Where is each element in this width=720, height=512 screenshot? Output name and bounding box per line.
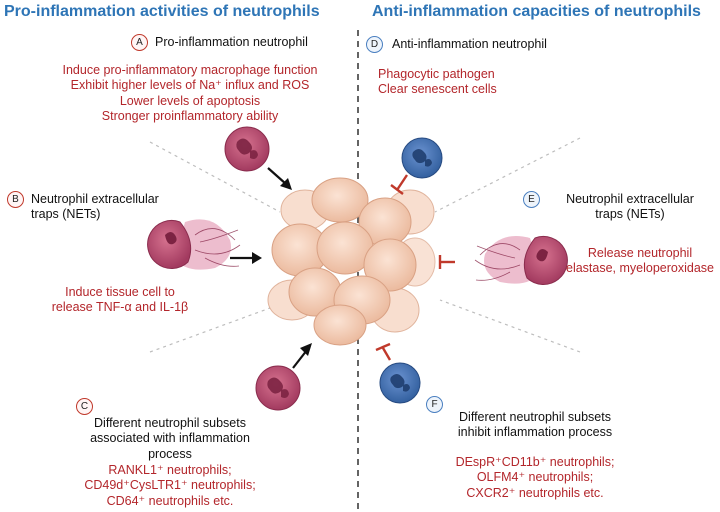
badge-e: E [523, 191, 540, 208]
left-heading: Pro-inflammation activities of neutrophi… [4, 3, 320, 20]
badge-c: C [76, 398, 93, 415]
panel-f-title: Different neutrophil subsets inhibit inf… [457, 410, 613, 440]
tissue-cluster-icon [267, 177, 436, 346]
panel-c-text: RANKL1⁺ neutrophils; CD49d⁺CysLTR1⁺ neut… [84, 463, 256, 508]
panel-f-text: DEspR⁺CD11b⁺ neutrophils; OLFM4⁺ neutrop… [455, 455, 615, 500]
anti-neutrophil-icon [379, 362, 421, 404]
badge-b: B [7, 191, 24, 208]
net-neutrophil-icon [474, 235, 568, 285]
inhibit-icon [375, 174, 455, 361]
badge-d: D [366, 36, 383, 53]
pro-neutrophil-icon [224, 126, 270, 172]
panel-e-title: Neutrophil extracellular traps (NETs) [566, 192, 694, 222]
panel-a-text: Induce pro-inflammatory macrophage funct… [62, 63, 318, 123]
badge-a: A [131, 34, 148, 51]
panel-d-title: Anti-inflammation neutrophil [392, 37, 547, 51]
panel-b-text: Induce tissue cell to release TNF-α and … [51, 285, 189, 315]
right-heading: Anti-inflammation capacities of neutroph… [372, 3, 701, 20]
panel-c-title: Different neutrophil subsets associated … [90, 416, 250, 461]
panel-e-text: Release neutrophil elastase, myeloperoxi… [566, 246, 714, 276]
anti-neutrophil-icon [401, 137, 443, 179]
dotted-rays [149, 137, 581, 353]
arrow-icon [230, 167, 312, 369]
panel-a-title: Pro-inflammation neutrophil [155, 35, 308, 49]
panel-d-text: Phagocytic pathogen Clear senescent cell… [378, 67, 497, 97]
badge-f: F [426, 396, 443, 413]
net-neutrophil-icon [147, 219, 241, 270]
panel-b-title: Neutrophil extracellular traps (NETs) [31, 192, 159, 222]
pro-neutrophil-icon [255, 365, 301, 411]
